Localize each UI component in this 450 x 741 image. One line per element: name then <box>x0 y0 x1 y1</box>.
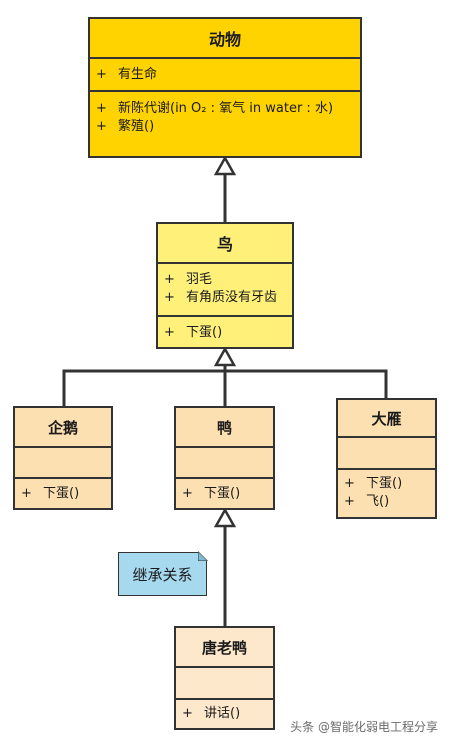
method-text: 下蛋() <box>43 486 80 501</box>
class-goose[interactable]: 大雁 + 下蛋() + 飞() <box>336 398 437 519</box>
visibility-marker: + <box>96 67 107 82</box>
class-penguin-name: 企鹅 <box>15 408 111 448</box>
attribute-text: 有角质没有牙齿 <box>186 290 278 305</box>
attribute-text: 羽毛 <box>186 272 213 287</box>
method-text: 新陈代谢(in O₂ : 氧气 in water : 水) <box>118 101 334 116</box>
method-text: 下蛋() <box>204 486 241 501</box>
method-row: + 下蛋() <box>164 324 286 342</box>
method-row: + 下蛋() <box>182 485 267 503</box>
generalization-arrow-duck <box>213 507 237 528</box>
class-duck-name: 鸭 <box>176 408 273 448</box>
class-animal[interactable]: 动物 + 有生命 + 新陈代谢(in O₂ : 氧气 in water : 水)… <box>88 17 362 158</box>
class-penguin-attributes <box>15 448 111 479</box>
class-bird-attributes: + 羽毛 + 有角质没有牙齿 <box>158 264 292 317</box>
visibility-marker: + <box>182 486 193 501</box>
class-goose-methods: + 下蛋() + 飞() <box>338 470 435 515</box>
visibility-marker: + <box>96 119 107 134</box>
class-goose-attributes <box>338 438 435 470</box>
goose-to-bird-line <box>225 369 388 398</box>
method-text: 下蛋() <box>366 476 403 491</box>
class-duck-attributes <box>176 448 273 479</box>
class-tang-duck[interactable]: 唐老鸭 + 讲话() <box>174 626 275 730</box>
method-row: + 繁殖() <box>96 118 354 136</box>
attribute-text: 有生命 <box>118 67 158 82</box>
attribute-row: + 有角质没有牙齿 <box>164 289 286 307</box>
class-bird[interactable]: 鸟 + 羽毛 + 有角质没有牙齿 + 下蛋() <box>156 222 294 349</box>
visibility-marker: + <box>182 706 193 721</box>
method-row: + 下蛋() <box>344 475 429 493</box>
class-penguin-methods: + 下蛋() <box>15 479 111 507</box>
penguin-to-bird-line <box>62 369 225 406</box>
class-tang-duck-methods: + 讲话() <box>176 700 273 727</box>
visibility-marker: + <box>164 325 175 340</box>
class-bird-methods: + 下蛋() <box>158 317 292 346</box>
class-animal-name: 动物 <box>90 19 360 59</box>
class-animal-methods: + 新陈代谢(in O₂ : 氧气 in water : 水) + 繁殖() <box>90 92 360 140</box>
inheritance-note[interactable]: 继承关系 <box>118 551 208 596</box>
visibility-marker: + <box>164 290 175 305</box>
class-tang-duck-name: 唐老鸭 <box>176 628 273 668</box>
visibility-marker: + <box>344 476 355 491</box>
class-tang-duck-attributes <box>176 668 273 700</box>
class-bird-name: 鸟 <box>158 224 292 264</box>
class-penguin[interactable]: 企鹅 + 下蛋() <box>13 406 113 510</box>
visibility-marker: + <box>344 494 355 509</box>
method-row: + 飞() <box>344 493 429 511</box>
method-row: + 下蛋() <box>21 485 105 503</box>
method-row: + 新陈代谢(in O₂ : 氧气 in water : 水) <box>96 100 354 118</box>
note-fold-corner-icon <box>198 551 208 561</box>
method-text: 飞() <box>366 494 390 509</box>
attribute-row: + 有生命 <box>96 66 354 84</box>
visibility-marker: + <box>164 272 175 287</box>
visibility-marker: + <box>21 486 32 501</box>
class-duck-methods: + 下蛋() <box>176 479 273 507</box>
visibility-marker: + <box>96 101 107 116</box>
attribute-row: + 羽毛 <box>164 271 286 289</box>
generalization-arrow-bird <box>213 346 237 367</box>
watermark-text: 头条 @智能化弱电工程分享 <box>290 720 438 734</box>
class-goose-name: 大雁 <box>338 400 435 438</box>
method-text: 繁殖() <box>118 119 155 134</box>
method-text: 下蛋() <box>186 325 223 340</box>
method-text: 讲话() <box>204 706 241 721</box>
class-animal-attributes: + 有生命 <box>90 59 360 92</box>
class-duck[interactable]: 鸭 + 下蛋() <box>174 406 275 510</box>
note-text: 继承关系 <box>132 565 193 584</box>
generalization-arrow-animal <box>213 155 237 176</box>
method-row: + 讲话() <box>182 705 267 723</box>
